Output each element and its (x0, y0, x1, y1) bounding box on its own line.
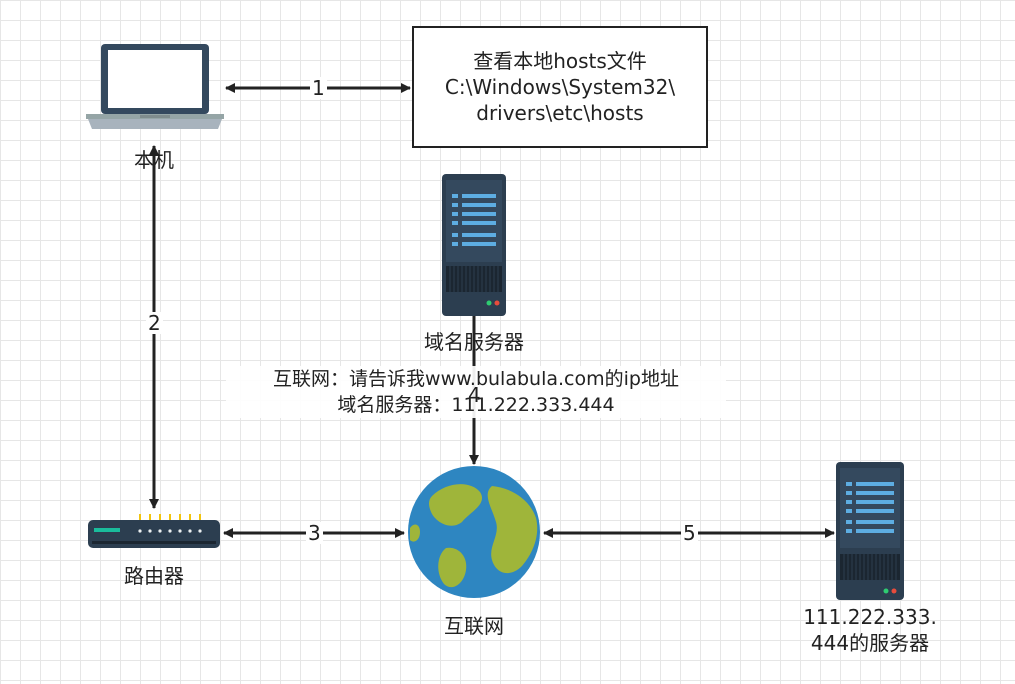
target-server-label: 111.222.333. 444的服务器 (790, 604, 950, 656)
dns-query-line: 互联网：请告诉我www.bulabula.com的ip地址 (273, 368, 679, 390)
dns-response-line: 域名服务器：111.222.333.444 (337, 394, 615, 416)
router-label: 路由器 (124, 564, 184, 588)
hosts-box-line3: drivers\etc\hosts (476, 101, 644, 125)
hosts-box-line1: 查看本地hosts文件 (473, 49, 647, 73)
step-2-label: 2 (146, 311, 163, 335)
hosts-file-box: 查看本地hosts文件 C:\Windows\System32\ drivers… (412, 26, 708, 148)
target-server-label-line2: 444的服务器 (810, 631, 930, 655)
globe-icon (408, 466, 540, 598)
dns-server-label: 域名服务器 (424, 330, 524, 354)
step-5-label: 5 (681, 521, 698, 545)
router-icon (88, 514, 220, 548)
target-server-icon (836, 462, 904, 600)
step-3-label: 3 (306, 521, 323, 545)
hosts-box-line2: C:\Windows\System32\ (444, 75, 676, 99)
dns-query-note: 互联网：请告诉我www.bulabula.com的ip地址 域名服务器：111.… (226, 366, 726, 418)
local-machine-label: 本机 (134, 148, 174, 172)
dns-server-icon (442, 174, 506, 316)
step-4-label: 4 (468, 383, 481, 407)
target-server-label-line1: 111.222.333. (803, 605, 937, 629)
step-1-label: 1 (310, 76, 327, 100)
laptop-icon (86, 44, 224, 129)
internet-label: 互联网 (444, 614, 504, 638)
